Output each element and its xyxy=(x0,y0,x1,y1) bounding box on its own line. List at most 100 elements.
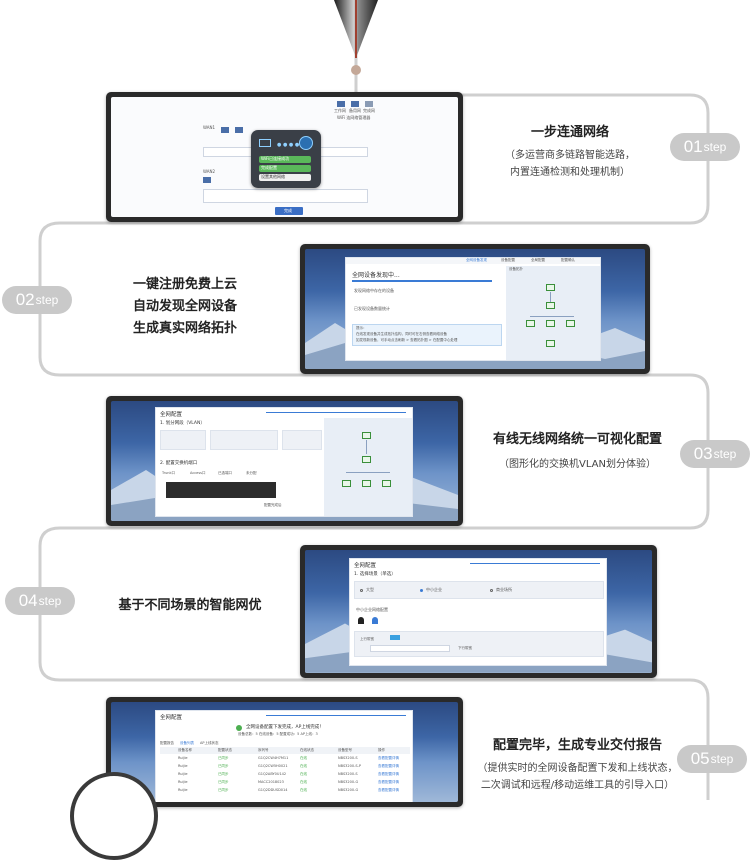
device-node-icon xyxy=(362,480,371,487)
scene-panel: 全网配置 1. 选择场景（单选） 大型 中小企业 商业场所 中小企业网络配置 上… xyxy=(349,558,607,666)
table-header: 操作 xyxy=(378,748,385,752)
decorative-circle xyxy=(70,772,158,860)
table-header: 设备名称 xyxy=(178,748,192,752)
subtitle: 中小企业网络配置 xyxy=(356,607,388,612)
step1-desc: （多运营商多链路智能选路，内置连通检测和处理机制） xyxy=(505,150,635,178)
step3-desc: （图形化的交换机VLAN划分体验） xyxy=(499,459,656,470)
panel-title: 全网配置 xyxy=(160,412,183,418)
list-item: 发现网络中存在的设备 xyxy=(354,288,394,293)
router-icon xyxy=(365,101,373,107)
wizard-step: 设备配置 xyxy=(501,258,515,262)
wizard-step: 配置确认 xyxy=(561,258,575,262)
label: 工作网 xyxy=(334,108,346,113)
success-banner: 全网设备配置下发完成，AP上线完成！ xyxy=(246,725,324,730)
label: 完成网 xyxy=(363,108,375,113)
device-node-icon xyxy=(546,320,555,327)
radio-commercial[interactable] xyxy=(490,589,493,592)
tab-report[interactable]: 配置报告 xyxy=(160,741,174,745)
wizard-step: 全局配置 xyxy=(531,258,545,262)
wan2-label: WAN2 xyxy=(203,169,216,174)
wizard-step: 全网设备发现 xyxy=(466,258,487,262)
step2-title: 一键注册免费上云自动发现全网设备生成真实网络拓扑 xyxy=(132,277,237,336)
tip-box: 提示： 在线发现设备并生成拓扑结构，同时可在右侧查看网络设备 如发现新设备，可手… xyxy=(352,324,502,346)
router-icon xyxy=(221,127,229,133)
view-detail-link[interactable]: 查看配置详情 xyxy=(378,756,399,760)
device-node-icon xyxy=(566,320,575,327)
panel-title: 全网配置 xyxy=(160,715,183,721)
legend-item: Access口 xyxy=(190,471,206,475)
screenshot-step5: 全网配置 全网设备配置下发完成，AP上线完成！ 设备总数：5 在线设备：5 配置… xyxy=(106,697,463,807)
popup-item: WiFi已连接成功 xyxy=(261,156,290,161)
globe-icon xyxy=(299,136,313,150)
device-node-icon xyxy=(382,480,391,487)
screenshot-step2: 全网设备发现 设备配置 全局配置 配置确认 全网设备发现中... 发现网络中存在… xyxy=(300,244,650,374)
panel-title: 全网配置 xyxy=(354,563,377,569)
table-header: 设备型号 xyxy=(338,748,352,752)
step3-title: 有线无线网络统一可视化配置 xyxy=(492,432,662,447)
wan1-label: WAN1 xyxy=(203,125,216,130)
label: 备用网 xyxy=(349,108,361,113)
legend-item: 未分配 xyxy=(246,471,257,475)
view-detail-link[interactable]: 查看配置详情 xyxy=(378,788,399,792)
radio-large[interactable] xyxy=(360,589,363,592)
device-node-icon xyxy=(546,340,555,347)
report-panel: 全网配置 全网设备配置下发完成，AP上线完成！ 设备总数：5 在线设备：5 配置… xyxy=(155,710,413,802)
screenshot-step1: 工作网 备用网 完成网 WiFi 连网络管理器 WAN1 WAN2 ● ● ● … xyxy=(106,92,463,222)
section-title: 1. 划分网段（VLAN） xyxy=(160,421,205,426)
router-icon xyxy=(235,127,243,133)
router-icon xyxy=(337,101,345,107)
row-label: 上行带宽 xyxy=(360,637,374,641)
router-icon xyxy=(351,101,359,107)
section-title: 1. 选择场景（单选） xyxy=(354,572,396,577)
user-icon xyxy=(372,617,378,624)
view-detail-link[interactable]: 查看配置详情 xyxy=(378,772,399,776)
wifi-popup: ● ● ● ● WiFi已连接成功 完成配置 设置其他网络 xyxy=(251,130,321,188)
wan2-input[interactable] xyxy=(203,189,368,203)
option-label: 商业场所 xyxy=(496,587,512,592)
view-detail-link[interactable]: 查看配置详情 xyxy=(378,764,399,768)
step5-desc: （提供实时的全网设备配置下发和上线状态，二次调试和远程/移动运维工具的引导入口） xyxy=(477,763,678,791)
topology-pane xyxy=(324,418,412,516)
stats-text: 设备总数：5 在线设备：5 配置成功：5 AP上线：3 xyxy=(238,732,318,736)
option-label: 大型 xyxy=(366,587,374,592)
tip-text: 配置完成后 xyxy=(264,503,282,507)
device-node-icon xyxy=(342,480,351,487)
screenshot-step3: 全网配置 1. 划分网段（VLAN） 2. 配置交换机端口 Trunk口 Acc… xyxy=(106,396,463,526)
step4-title: 基于不同场景的智能网优 xyxy=(118,598,262,613)
tab-device-list[interactable]: 设备列表 xyxy=(180,741,194,745)
arrow-down-icon xyxy=(334,0,378,75)
discovery-panel: 全网设备发现 设备配置 全局配置 配置确认 全网设备发现中... 发现网络中存在… xyxy=(345,257,601,361)
caption: WiFi 连网络管理器 xyxy=(337,115,371,120)
radio-sme[interactable] xyxy=(420,589,423,592)
finish-button[interactable]: 完成 xyxy=(275,207,303,215)
view-detail-link[interactable]: 查看配置详情 xyxy=(378,780,399,784)
device-node-icon xyxy=(526,320,535,327)
tab-ap-status[interactable]: AP上线状态 xyxy=(200,741,219,745)
vlan-config-panel: 全网配置 1. 划分网段（VLAN） 2. 配置交换机端口 Trunk口 Acc… xyxy=(155,407,413,517)
step1-title: 一步连通网络 xyxy=(530,125,609,140)
table-header: 配置状态 xyxy=(218,748,232,752)
table-header: 在线状态 xyxy=(300,748,314,752)
check-icon xyxy=(236,725,242,731)
popup-item: 完成配置 xyxy=(261,165,277,170)
legend-item: Trunk口 xyxy=(162,471,176,475)
laptop-icon xyxy=(259,139,271,147)
discovery-header: 全网设备发现中... xyxy=(352,272,400,279)
device-node-icon xyxy=(546,302,555,309)
report-table: 设备名称 配置状态 序列号 在线状态 设备型号 操作 Ruijie 已同步 G1… xyxy=(160,747,410,802)
topology-pane: 设备拓扑 xyxy=(506,266,600,360)
option-label: 中小企业 xyxy=(426,587,442,592)
toggle[interactable] xyxy=(390,635,400,640)
switch-ports[interactable] xyxy=(166,482,276,498)
legend-item: 已选端口 xyxy=(218,471,232,475)
popup-item[interactable]: 设置其他网络 xyxy=(261,174,285,179)
progress-dots-icon: ● ● ● ● xyxy=(277,142,300,148)
row-label: 下行带宽 xyxy=(458,646,472,650)
wan1-input[interactable] xyxy=(203,147,255,157)
bandwidth-input[interactable] xyxy=(370,645,450,652)
